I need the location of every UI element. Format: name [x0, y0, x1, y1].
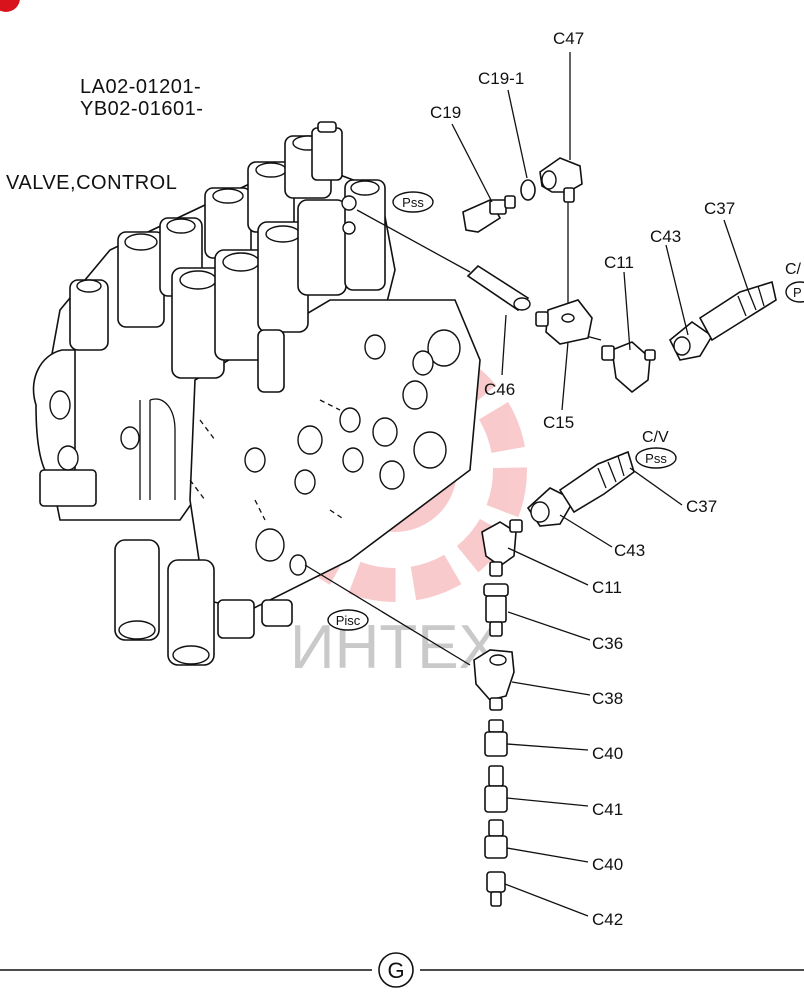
label-c19-1: C19-1: [478, 69, 524, 88]
label-c41: C41: [592, 800, 623, 819]
label-c46: C46: [484, 380, 515, 399]
label-c15: C15: [543, 413, 574, 432]
serial-range-1: LA02-01201-: [80, 76, 202, 98]
part-c42-fitting: [486, 871, 506, 907]
label-c43-top: C43: [650, 227, 681, 246]
watermark-text: ИНТЕХ: [290, 613, 500, 682]
svg-text:Pss: Pss: [402, 195, 424, 210]
label-c37-top: C37: [704, 199, 735, 218]
part-c47-elbow: [539, 157, 583, 203]
svg-text:Pss: Pss: [645, 451, 667, 466]
part-c19-plug: [462, 195, 516, 233]
side-ports: [244, 329, 461, 576]
section-marker: G: [387, 958, 404, 983]
valve-block-illustration: [32, 121, 481, 666]
serial-range-2: YB02-01601-: [80, 98, 204, 120]
port-pisc: Pisc: [327, 609, 369, 631]
part-c46-fitting: [466, 264, 531, 312]
port-cv-cut-label: C/: [785, 261, 802, 278]
part-c40-fitting-a: [484, 719, 508, 757]
label-c42: C42: [592, 910, 623, 929]
part-c37-top: [698, 280, 777, 342]
part-c38-tee: [473, 649, 515, 711]
part-c43-top: [668, 320, 714, 361]
part-c19-1-oring: [520, 179, 536, 201]
label-c40-b: C40: [592, 855, 623, 874]
label-c19: C19: [430, 103, 461, 122]
diagram-title: VALVE,CONTROL: [6, 172, 178, 194]
label-c11-top: C11: [604, 253, 634, 272]
part-c40-fitting-b: [484, 819, 508, 859]
label-c37-mid: C37: [686, 497, 717, 516]
part-c36-fitting: [483, 583, 509, 637]
label-c43-mid: C43: [614, 541, 645, 560]
port-p-cut: P: [785, 281, 804, 303]
label-c38: C38: [592, 689, 623, 708]
part-c41-fitting: [484, 765, 508, 813]
part-c11-elbow-mid: [481, 519, 523, 577]
svg-text:P: P: [793, 285, 802, 300]
label-c47: C47: [553, 29, 584, 48]
label-c11-mid: C11: [592, 578, 622, 597]
label-c40-a: C40: [592, 744, 623, 763]
part-c15-tee: [535, 299, 593, 345]
svg-text:Pisc: Pisc: [336, 613, 361, 628]
port-pss-top: Pss: [392, 191, 434, 213]
part-c11-elbow-top: [601, 341, 656, 394]
label-c36: C36: [592, 634, 623, 653]
port-pss-right: Pss: [635, 447, 677, 469]
part-c37-mid: [558, 450, 635, 514]
footer-rule: G: [0, 952, 804, 988]
port-cv-label: C/V: [642, 429, 669, 446]
corner-badge-icon: [0, 0, 20, 12]
